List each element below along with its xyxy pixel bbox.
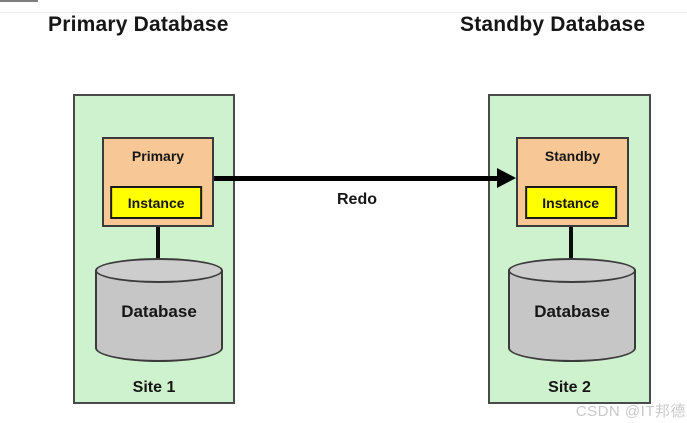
standby-database-cylinder: Database [508, 258, 636, 362]
redo-arrow-line [214, 176, 497, 181]
primary-role-label: Primary [131, 148, 185, 164]
cylinder-body [508, 270, 636, 362]
standby-role-box: Standby Instance [516, 137, 629, 227]
redo-label: Redo [337, 191, 377, 208]
standby-database-label: Database [534, 302, 610, 321]
primary-instance-to-database-connector [156, 227, 160, 262]
primary-role-box: Primary Instance [102, 137, 214, 227]
cylinder-top-ellipse [95, 258, 223, 283]
redo-arrow-head-icon [497, 168, 516, 188]
primary-instance-label: Instance [127, 194, 185, 211]
primary-database-title: Primary Database [48, 13, 229, 36]
primary-database-cylinder: Database [95, 258, 223, 362]
cylinder-body [95, 270, 223, 362]
top-edge-line [0, 0, 38, 2]
standby-role-label: Standby [544, 148, 601, 164]
primary-instance-box: Instance [110, 186, 203, 219]
site1-label: Site 1 [132, 379, 176, 396]
site1-box: Primary Instance Database Site 1 [73, 94, 235, 404]
primary-database-label: Database [121, 302, 197, 321]
site2-box: Standby Instance Database Site 2 [488, 94, 651, 404]
csdn-watermark: CSDN @IT邦德 [575, 403, 686, 420]
site2-label: Site 2 [548, 379, 591, 396]
standby-database-title: Standby Database [460, 13, 646, 36]
cylinder-top-ellipse [508, 258, 636, 283]
standby-instance-box: Instance [524, 186, 617, 219]
standby-instance-label: Instance [542, 194, 600, 211]
divider-line [0, 12, 687, 13]
standby-instance-to-database-connector [569, 227, 573, 262]
